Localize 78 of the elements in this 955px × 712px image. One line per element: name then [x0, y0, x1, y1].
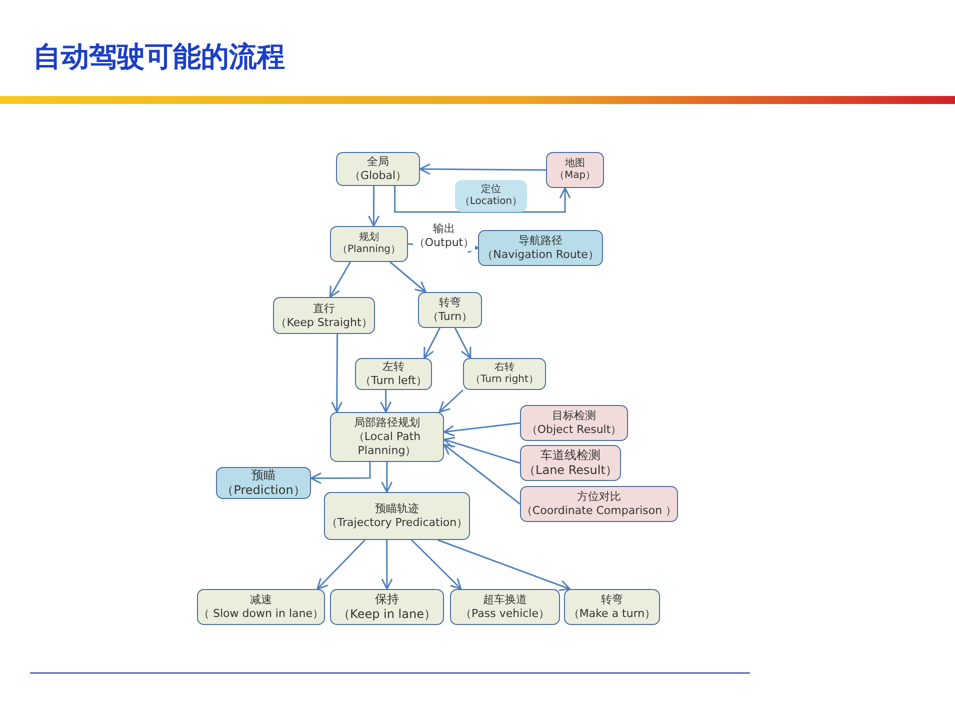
- arrow: [419, 163, 546, 175]
- arrow: [454, 328, 472, 359]
- node-text: 局部路径规划: [354, 416, 420, 430]
- arrow: [424, 328, 440, 359]
- node-text: 减速: [250, 593, 272, 607]
- node-text: （Make a turn）: [568, 607, 656, 621]
- process-box: [330, 589, 444, 625]
- node-text: 转弯: [439, 296, 461, 310]
- node-text: （Object Result）: [526, 423, 622, 437]
- arrow: [443, 436, 520, 464]
- node-text: （Turn）: [427, 310, 473, 324]
- node-text: （Navigation Route）: [482, 248, 599, 262]
- process-box: [330, 226, 408, 262]
- arrow: [331, 334, 343, 413]
- node-text: （Turn left）: [360, 374, 427, 388]
- edge-label: 输出（Output）: [413, 222, 475, 251]
- arrow: [411, 539, 462, 590]
- node-text: （Prediction）: [222, 483, 306, 498]
- arrow: [368, 186, 380, 227]
- node-text: （Lane Result）: [524, 463, 618, 478]
- arrow: [443, 422, 520, 437]
- node-text: 超车换道: [483, 593, 527, 607]
- node-text: 方位对比: [577, 490, 621, 504]
- node-text: （Keep in lane）: [338, 607, 436, 622]
- node-text: 预瞄: [252, 468, 276, 483]
- node-text: （Pass vehicle）: [460, 607, 550, 621]
- node-text: 车道线检测: [540, 448, 600, 463]
- node-text: （Map）: [554, 170, 596, 182]
- node-text: 导航路径: [518, 234, 562, 248]
- process-box: [418, 292, 482, 328]
- node-text: 直行: [313, 302, 335, 316]
- title: 自动驾驶可能的流程: [33, 39, 285, 75]
- process-box: [324, 492, 470, 540]
- node-text: （Local Path Planning）: [352, 430, 422, 458]
- node-text: 规划: [359, 232, 379, 244]
- process-box: [478, 230, 603, 266]
- node-text: 定位: [481, 184, 501, 196]
- process-box: [273, 297, 375, 334]
- node-text: （Turn right）: [470, 374, 538, 386]
- node-text: （Coordinate Comparison ）: [521, 504, 677, 518]
- node-text: 地图: [565, 158, 585, 170]
- arrow: [380, 390, 392, 413]
- process-box: [197, 589, 325, 625]
- node-text: 左转: [382, 360, 404, 374]
- arrow: [316, 539, 366, 590]
- process-box: [330, 412, 444, 462]
- arrow: [329, 262, 351, 298]
- process-box: [520, 445, 621, 481]
- process-box: [564, 589, 660, 625]
- node-text: 保持: [375, 592, 399, 607]
- arrow: [390, 261, 426, 293]
- arrow: [443, 444, 520, 505]
- arrow: [438, 389, 464, 413]
- arrow: [310, 462, 371, 484]
- node-text: 右转: [494, 362, 514, 374]
- arrow: [381, 540, 393, 590]
- node-text: （Trajectory Predication）: [326, 516, 468, 530]
- process-box: [355, 358, 432, 390]
- process-box: [520, 486, 678, 522]
- node-text: 目标检测: [552, 409, 596, 423]
- process-box: [546, 152, 604, 188]
- node-text: （ Slow down in lane）: [198, 607, 324, 621]
- process-box: [336, 152, 420, 186]
- node-text: 全局: [367, 155, 389, 169]
- process-box: [450, 589, 560, 625]
- arrow: [438, 539, 571, 591]
- process-box: [463, 358, 546, 390]
- process-box: [216, 467, 311, 499]
- node-text: 预瞄轨迹: [375, 502, 419, 516]
- label-box: [455, 180, 527, 212]
- arrow: [381, 462, 393, 493]
- process-box: [520, 405, 628, 441]
- node-text: （Location）: [460, 196, 522, 208]
- node-text: 转弯: [601, 593, 623, 607]
- arrow: [394, 186, 571, 213]
- node-text: （Keep Straight）: [276, 316, 372, 330]
- node-text: （Global）: [349, 169, 407, 183]
- node-text: （Planning）: [337, 244, 401, 256]
